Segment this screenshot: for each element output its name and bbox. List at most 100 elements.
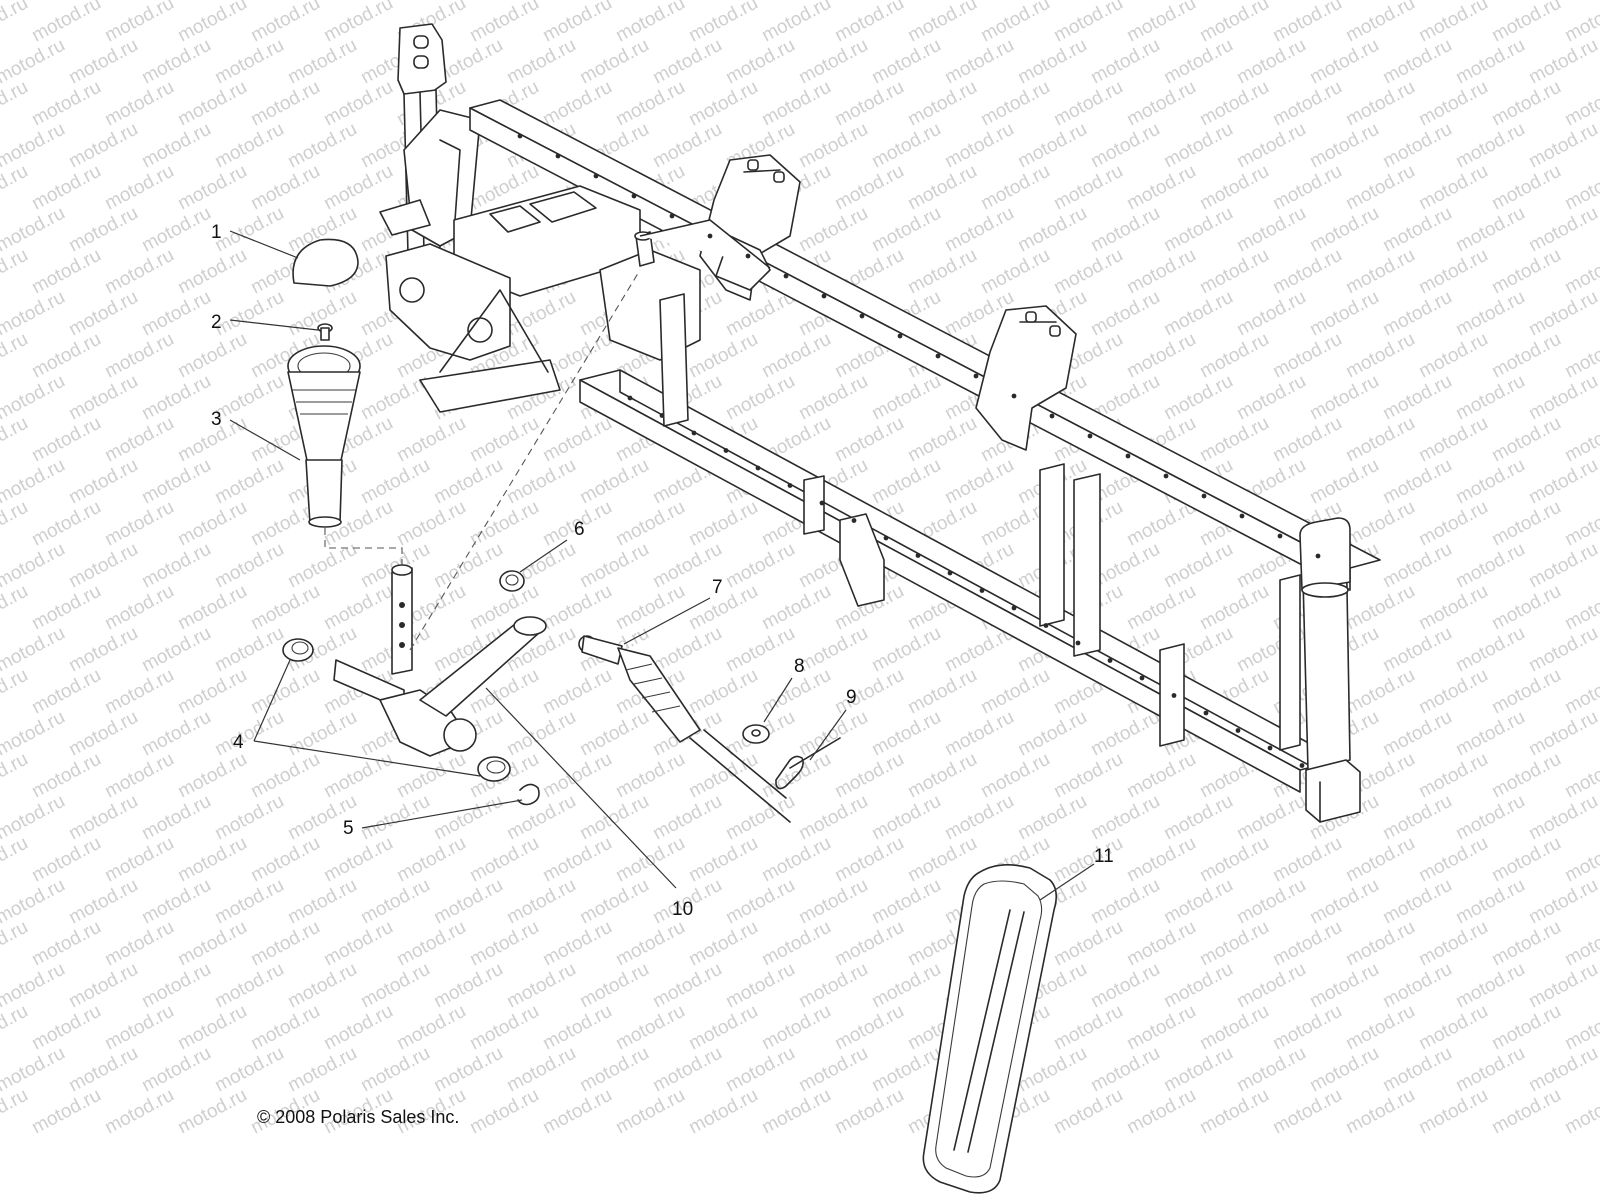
rail-hole bbox=[947, 570, 953, 576]
watermark-text: motod.ru bbox=[868, 119, 944, 173]
watermark-text: motod.ru bbox=[1087, 203, 1163, 257]
shift-cable-part bbox=[578, 635, 791, 823]
watermark-text: motod.ru bbox=[1379, 371, 1455, 425]
watermark-text: motod.ru bbox=[685, 1001, 761, 1055]
watermark-text: motod.ru bbox=[0, 0, 32, 46]
watermark-text: motod.ru bbox=[1415, 749, 1491, 803]
watermark-text: motod.ru bbox=[284, 539, 360, 593]
watermark-text: motod.ru bbox=[685, 497, 761, 551]
callout-11: 11 bbox=[1094, 846, 1114, 867]
rail-hole bbox=[631, 193, 637, 199]
watermark-text: motod.ru bbox=[28, 77, 104, 131]
watermark-text: motod.ru bbox=[831, 1001, 907, 1055]
watermark-text: motod.ru bbox=[101, 329, 177, 383]
watermark-text: motod.ru bbox=[247, 917, 323, 971]
watermark-text: motod.ru bbox=[1014, 35, 1090, 89]
watermark-text: motod.ru bbox=[649, 959, 725, 1013]
watermark-text: motod.ru bbox=[1488, 833, 1564, 887]
watermark-text: motod.ru bbox=[1379, 707, 1455, 761]
watermark-text: motod.ru bbox=[430, 959, 506, 1013]
watermark-text: motod.ru bbox=[28, 917, 104, 971]
watermark-text: motod.ru bbox=[101, 833, 177, 887]
watermark-text: motod.ru bbox=[1233, 203, 1309, 257]
watermark-text: motod.ru bbox=[320, 833, 396, 887]
watermark-text: motod.ru bbox=[941, 119, 1017, 173]
watermark-text: motod.ru bbox=[211, 791, 287, 845]
watermark-text: motod.ru bbox=[320, 581, 396, 635]
watermark-text: motod.ru bbox=[1525, 455, 1600, 509]
watermark-text: motod.ru bbox=[101, 917, 177, 971]
watermark-text: motod.ru bbox=[977, 665, 1053, 719]
rail-hole bbox=[883, 535, 889, 541]
watermark-text: motod.ru bbox=[1415, 833, 1491, 887]
watermark-text: motod.ru bbox=[1306, 287, 1382, 341]
watermark-text: motod.ru bbox=[65, 791, 141, 845]
watermark-text: motod.ru bbox=[1014, 791, 1090, 845]
watermark-text: motod.ru bbox=[722, 35, 798, 89]
watermark-text: motod.ru bbox=[247, 77, 323, 131]
watermark-text: motod.ru bbox=[685, 749, 761, 803]
watermark-text: motod.ru bbox=[539, 665, 615, 719]
watermark-text: motod.ru bbox=[1452, 623, 1528, 677]
watermark-text: motod.ru bbox=[466, 413, 542, 467]
watermark-text: motod.ru bbox=[1269, 77, 1345, 131]
watermark-text: motod.ru bbox=[685, 833, 761, 887]
watermark-text: motod.ru bbox=[1561, 917, 1600, 971]
watermark-text: motod.ru bbox=[612, 1001, 688, 1055]
watermark-text: motod.ru bbox=[1415, 413, 1491, 467]
watermark-text: motod.ru bbox=[576, 875, 652, 929]
watermark-text: motod.ru bbox=[65, 959, 141, 1013]
watermark-text: motod.ru bbox=[28, 1085, 104, 1139]
rail-hole bbox=[745, 253, 751, 259]
watermark-text: motod.ru bbox=[1342, 665, 1418, 719]
watermark-text: motod.ru bbox=[612, 833, 688, 887]
watermark-text: motod.ru bbox=[0, 623, 69, 677]
watermark-text: motod.ru bbox=[1087, 791, 1163, 845]
watermark-text: motod.ru bbox=[1306, 455, 1382, 509]
watermark-text: motod.ru bbox=[211, 539, 287, 593]
watermark-text: motod.ru bbox=[795, 119, 871, 173]
watermark-text: motod.ru bbox=[174, 581, 250, 635]
watermark-text: motod.ru bbox=[211, 623, 287, 677]
watermark-text: motod.ru bbox=[393, 833, 469, 887]
watermark-text: motod.ru bbox=[138, 1043, 214, 1097]
watermark-text: motod.ru bbox=[0, 287, 69, 341]
watermark-text: motod.ru bbox=[904, 77, 980, 131]
watermark-text: motod.ru bbox=[1123, 581, 1199, 635]
watermark-text: motod.ru bbox=[0, 1001, 32, 1055]
watermark-text: motod.ru bbox=[831, 833, 907, 887]
watermark-text: motod.ru bbox=[65, 35, 141, 89]
rail-hole bbox=[1163, 473, 1169, 479]
watermark-text: motod.ru bbox=[649, 791, 725, 845]
watermark-text: motod.ru bbox=[65, 623, 141, 677]
watermark-text: motod.ru bbox=[1561, 665, 1600, 719]
watermark-text: motod.ru bbox=[0, 455, 69, 509]
watermark-text: motod.ru bbox=[722, 959, 798, 1013]
rail-hole bbox=[819, 500, 825, 506]
watermark-text: motod.ru bbox=[28, 497, 104, 551]
watermark-text: motod.ru bbox=[1488, 245, 1564, 299]
watermark-text: motod.ru bbox=[284, 1043, 360, 1097]
watermark-text: motod.ru bbox=[1160, 203, 1236, 257]
watermark-text: motod.ru bbox=[758, 329, 834, 383]
watermark-text: motod.ru bbox=[795, 707, 871, 761]
watermark-text: motod.ru bbox=[1123, 833, 1199, 887]
watermark-text: motod.ru bbox=[868, 35, 944, 89]
watermark-text: motod.ru bbox=[1561, 497, 1600, 551]
watermark-text: motod.ru bbox=[1488, 1001, 1564, 1055]
watermark-text: motod.ru bbox=[868, 791, 944, 845]
rail-hole bbox=[555, 153, 561, 159]
watermark-text: motod.ru bbox=[174, 665, 250, 719]
watermark-text: motod.ru bbox=[1050, 749, 1126, 803]
watermark-text: motod.ru bbox=[1050, 917, 1126, 971]
watermark-text: motod.ru bbox=[1123, 161, 1199, 215]
rail-hole bbox=[1075, 640, 1081, 646]
watermark-text: motod.ru bbox=[868, 623, 944, 677]
watermark-text: motod.ru bbox=[831, 917, 907, 971]
watermark-text: motod.ru bbox=[503, 791, 579, 845]
watermark-text: motod.ru bbox=[357, 455, 433, 509]
watermark-text: motod.ru bbox=[722, 623, 798, 677]
watermark-text: motod.ru bbox=[685, 581, 761, 635]
watermark-text: motod.ru bbox=[685, 1085, 761, 1139]
watermark-text: motod.ru bbox=[612, 0, 688, 46]
